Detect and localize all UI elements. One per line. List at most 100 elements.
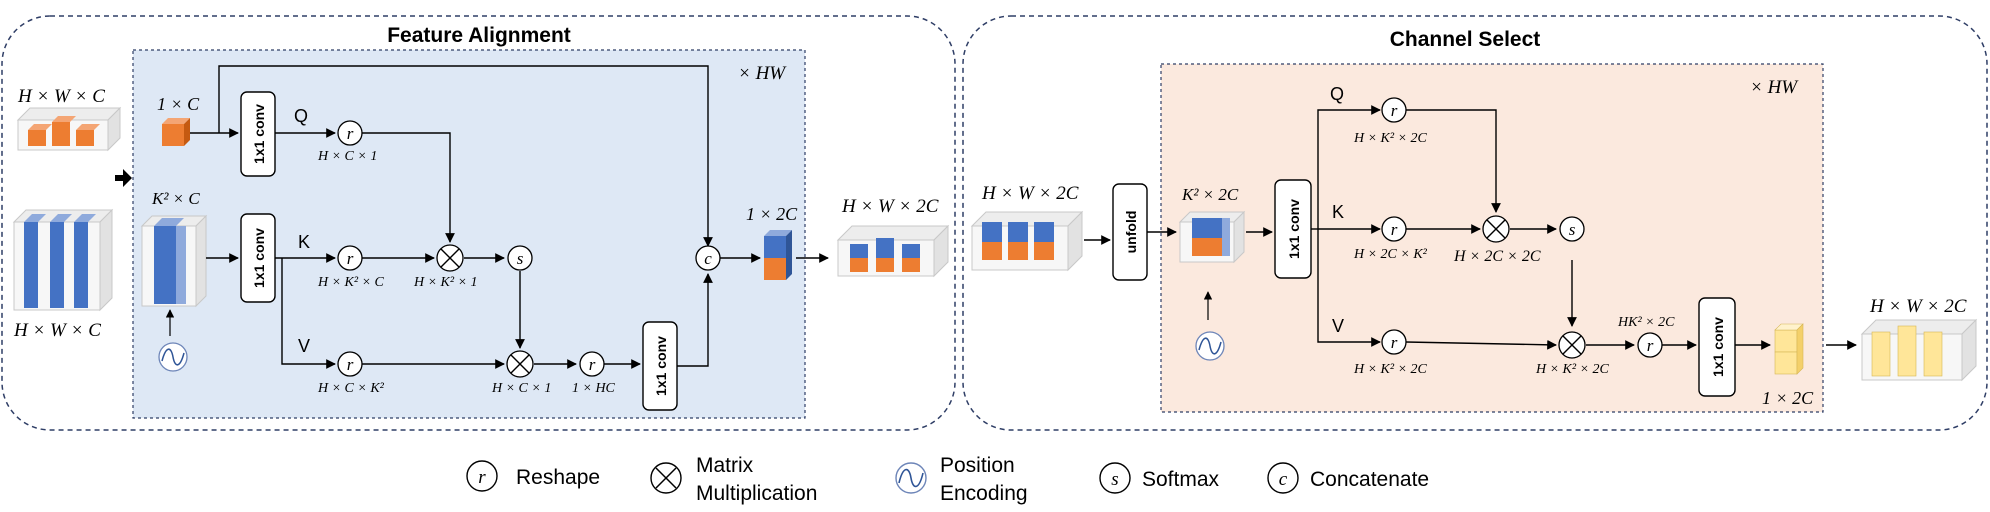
cs-input-label: H × W × 2C — [981, 183, 1079, 204]
cs-qk-matmul-icon — [1482, 215, 1510, 243]
cs-attn-matmul-icon — [1558, 331, 1586, 359]
fa-query-vector — [162, 118, 190, 146]
cs-q-letter: Q — [1330, 84, 1344, 104]
fa-output-label: H × W × 2C — [841, 196, 939, 217]
cs-q-shape: H × K² × 2C — [1353, 131, 1428, 146]
feature-alignment-title: Feature Alignment — [387, 24, 571, 47]
fa-kv-conv-label: 1x1 conv — [251, 228, 267, 288]
cs-softmax-icon — [1559, 216, 1585, 242]
fa-qk-matmul-icon — [436, 244, 464, 272]
fa-concat-symbol: c — [704, 249, 712, 268]
cs-k-letter: K — [1332, 202, 1344, 222]
legend-matmul-line1: Matrix — [696, 454, 754, 477]
cs-patch-block — [1178, 210, 1246, 264]
legend-softmax-symbol: s — [1111, 469, 1118, 490]
legend-reshape-label: Reshape — [516, 466, 600, 489]
cs-qk-shape: H × 2C × 2C — [1453, 248, 1541, 265]
cs-output-vector — [1774, 323, 1804, 375]
legend-position-encoding-icon — [895, 462, 927, 494]
fa-v-arrow — [281, 258, 336, 369]
cs-output-stack — [1860, 318, 1978, 382]
fa-q-shape: H × C × 1 — [317, 149, 377, 164]
cs-k-reshape-symbol: r — [1391, 220, 1398, 239]
cs-out-conv-label: 1x1 conv — [1710, 317, 1726, 377]
fa-flat-shape: 1 × HC — [572, 381, 616, 396]
cs-q-to-matmul-arrow — [1406, 109, 1501, 213]
fa-input-bottom-label: H × W × C — [13, 320, 101, 341]
fa-query-vec-label: 1 × C — [157, 94, 200, 114]
fa-attn-shape: H × C × 1 — [491, 381, 551, 396]
fa-v-reshape-symbol: r — [347, 355, 354, 374]
fa-q-conv-label: 1x1 conv — [251, 104, 267, 164]
fa-position-encoding-icon — [158, 342, 188, 372]
fa-q-reshape-symbol: r — [347, 124, 354, 143]
legend-matmul-line2: Multiplication — [696, 482, 817, 505]
cs-q-arrow — [1317, 105, 1381, 229]
feature-alignment-border — [1, 15, 956, 431]
fa-conv-to-concat-arrow — [677, 273, 713, 367]
fa-q-to-matmul-arrow — [362, 132, 455, 243]
fa-softmax-symbol: s — [517, 249, 524, 268]
legend-softmax-icon — [1099, 462, 1131, 494]
fa-softmax-icon — [507, 245, 533, 271]
legend-matmul-icon — [650, 462, 682, 494]
fa-k-shape: H × K² × C — [317, 275, 385, 290]
fa-input-top-label: H × W × C — [17, 86, 105, 107]
legend-reshape-symbol: r — [478, 467, 486, 488]
legend: r Reshape Matrix Multiplication Position… — [466, 454, 1429, 505]
cs-k-shape: H × 2C × K² — [1353, 247, 1428, 262]
cs-out-reshape-symbol: r — [1647, 336, 1654, 355]
fa-input-bottom-stack — [12, 208, 114, 312]
fa-q-letter: Q — [294, 106, 308, 126]
fa-flat-reshape-symbol: r — [589, 355, 596, 374]
fa-k-letter: K — [298, 232, 310, 252]
cs-unfold-label: unfold — [1123, 211, 1139, 254]
fa-out-conv-label: 1x1 conv — [653, 336, 669, 396]
fa-kv-block-label: K² × C — [151, 189, 200, 208]
legend-softmax-label: Softmax — [1142, 468, 1220, 491]
cs-qkv-conv-box: 1x1 conv — [1274, 179, 1312, 279]
cs-position-encoding-icon — [1195, 331, 1225, 361]
cs-attn-shape: H × K² × 2C — [1535, 362, 1610, 377]
cs-output-label: H × W × 2C — [1869, 296, 1967, 317]
cs-out-conv-box: 1x1 conv — [1698, 297, 1736, 397]
legend-concat-icon — [1267, 462, 1299, 494]
legend-concat-label: Concatenate — [1310, 468, 1429, 491]
channel-select-title: Channel Select — [1390, 28, 1541, 51]
fa-k-reshape-symbol: r — [347, 249, 354, 268]
cs-out-vec-label: 1 × 2C — [1762, 388, 1814, 408]
feature-alignment-section: Feature Alignment × HW H × W × C — [1, 15, 956, 431]
legend-concat-symbol: c — [1279, 469, 1288, 490]
fa-output-stack — [836, 224, 950, 278]
cs-qkv-conv-label: 1x1 conv — [1286, 199, 1302, 259]
cs-q-reshape-symbol: r — [1391, 101, 1398, 120]
legend-posenc-line1: Position — [940, 454, 1015, 477]
fa-qk-shape: H × K² × 1 — [413, 275, 478, 290]
fa-v-shape: H × C × K² — [317, 381, 385, 396]
fa-output-vector — [764, 230, 792, 280]
cs-v-to-matmul-arrow — [1405, 339, 1557, 350]
legend-reshape-icon — [466, 460, 498, 492]
legend-posenc-line2: Encoding — [940, 482, 1028, 505]
fa-input-top-stack — [16, 106, 122, 152]
channel-select-section: Channel Select × HW H × W × 2C unfold K²… — [962, 15, 1988, 431]
fa-skip-connection — [218, 65, 713, 247]
fa-out-conv-box: 1x1 conv — [642, 321, 678, 411]
cs-v-arrow — [1317, 229, 1381, 347]
feature-alignment-panel — [132, 49, 806, 419]
fa-q-conv-box: 1x1 conv — [240, 91, 276, 177]
fa-out-vec-label: 1 × 2C — [746, 204, 798, 224]
channel-select-border — [962, 15, 1988, 431]
fa-kv-conv-box: 1x1 conv — [240, 213, 276, 303]
cs-softmax-symbol: s — [1569, 220, 1576, 239]
fa-kv-block — [140, 214, 208, 308]
cs-repeat-label: × HW — [1750, 77, 1799, 98]
fa-repeat-label: × HW — [738, 63, 787, 84]
fa-input-arrow — [115, 169, 132, 187]
cs-unfold-box: unfold — [1112, 183, 1148, 281]
cs-v-shape: H × K² × 2C — [1353, 362, 1428, 377]
cs-input-stack — [970, 210, 1084, 272]
cs-patch-label: K² × 2C — [1181, 185, 1239, 204]
cs-reshape-shape: HK² × 2C — [1617, 315, 1675, 330]
